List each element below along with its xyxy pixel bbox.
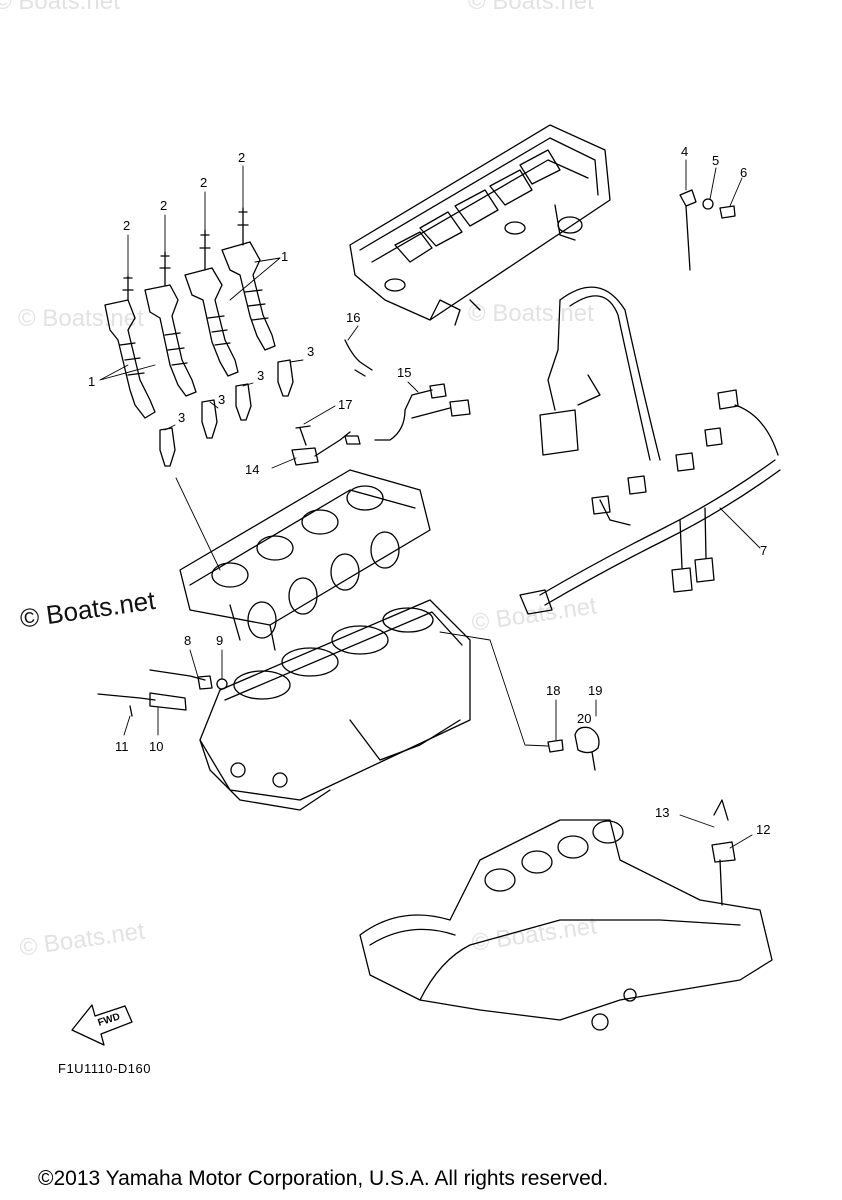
wire-harness: [519, 286, 781, 615]
callout-3c: 3: [257, 368, 265, 383]
watermark-ml: © Boats.net: [18, 305, 144, 332]
fwd-arrow-icon: [71, 1004, 133, 1046]
valve-cover: [349, 124, 611, 326]
exhaust-manifold: [359, 799, 773, 1031]
callout-2a: 2: [123, 218, 131, 233]
callout-2c: 2: [200, 175, 208, 190]
callout-18: 18: [546, 683, 561, 698]
sensors-upper: [291, 339, 471, 466]
callout-13: 13: [655, 805, 670, 820]
callout-7: 7: [760, 543, 768, 558]
callout-12: 12: [756, 822, 771, 837]
callout-2b: 2: [160, 198, 168, 213]
callout-3b: 3: [218, 392, 226, 407]
ignition-coils: [104, 207, 276, 419]
callout-9: 9: [216, 633, 224, 648]
callout-1a: 1: [88, 374, 96, 389]
callout-4: 4: [681, 144, 689, 159]
callout-19: 19: [588, 683, 603, 698]
ground-strap: [679, 189, 736, 271]
callout-5: 5: [712, 153, 720, 168]
watermark-tl: © Boats.net: [0, 0, 120, 15]
callout-10: 10: [149, 739, 164, 754]
callout-1b: 1: [281, 249, 289, 264]
leader-lines: [99, 159, 761, 849]
callout-17: 17: [338, 397, 353, 412]
callout-14: 14: [245, 462, 260, 477]
sensors-18-19-20: [547, 726, 600, 771]
callout-8: 8: [184, 633, 192, 648]
callout-16: 16: [346, 310, 361, 325]
copyright-notice: ©2013 Yamaha Motor Corporation, U.S.A. A…: [38, 1167, 609, 1190]
callout-20: 20: [577, 711, 592, 726]
spark-plugs: [159, 359, 294, 467]
callout-15: 15: [397, 365, 412, 380]
figure-code: F1U1110-D160: [58, 1061, 151, 1076]
watermark-tc: © Boats.net: [468, 0, 594, 15]
callout-11: 11: [115, 739, 129, 754]
sensors-lower-left: [97, 669, 228, 717]
callout-6: 6: [740, 165, 748, 180]
callout-2d: 2: [238, 150, 246, 165]
callout-3d: 3: [307, 344, 315, 359]
cylinder-block: [199, 599, 471, 811]
callout-3a: 3: [178, 410, 186, 425]
cylinder-head: [179, 469, 431, 651]
